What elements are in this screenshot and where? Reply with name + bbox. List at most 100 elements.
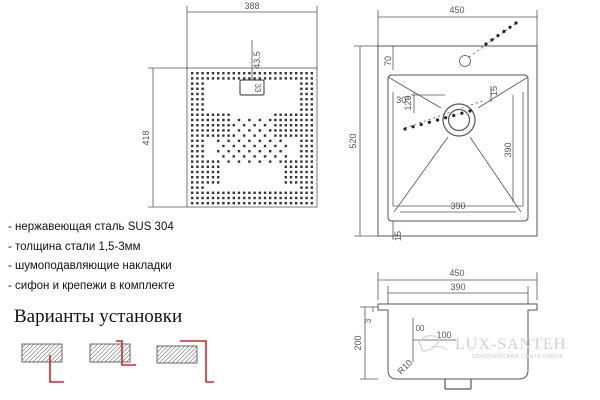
perforation-dot	[191, 118, 194, 122]
perforation-dot	[196, 176, 199, 179]
perforation-dot	[196, 98, 199, 101]
perforation-dot	[217, 196, 220, 200]
perforation-dot	[305, 150, 308, 153]
perforation-dot	[191, 72, 194, 75]
overflow-axis-dot	[468, 109, 472, 113]
perforation-dot	[289, 72, 293, 75]
r15-label: 15	[489, 86, 499, 96]
perforation-dot	[211, 170, 215, 174]
perforation-dot	[263, 202, 267, 205]
perforation-dot	[227, 113, 230, 116]
drain-inner	[447, 108, 471, 132]
perforation-dot	[217, 129, 220, 132]
perforation-dot	[232, 134, 235, 137]
perforation-dot	[289, 176, 293, 179]
drain-dim-label: 100	[436, 330, 451, 340]
perforation-dot	[201, 170, 204, 174]
perforation-dot	[196, 134, 199, 137]
perforation-dot	[191, 170, 194, 174]
perforation-dot	[269, 191, 272, 194]
perforation-dot	[305, 113, 308, 116]
perforation-dot	[310, 202, 313, 205]
perforation-dot	[196, 129, 199, 132]
perforation-dot	[300, 196, 303, 200]
perforation-dot	[196, 196, 199, 200]
perforation-dot	[227, 77, 230, 80]
perforation-dot	[196, 155, 199, 158]
faucet-hole	[459, 55, 471, 67]
perforation-dot	[217, 124, 220, 127]
perforation-dot	[300, 176, 303, 179]
perforation-dot	[300, 150, 303, 153]
perforation-dot	[300, 124, 303, 127]
perforation-dot	[253, 134, 256, 137]
pad-label-text: 33	[253, 84, 262, 93]
faucet-axis-dot	[508, 25, 512, 29]
perforation-dot	[211, 202, 215, 205]
perforation-dot	[206, 134, 209, 137]
perforation-dot	[263, 144, 267, 148]
perforation-dot	[289, 134, 293, 137]
perforation-dot	[196, 87, 199, 90]
perforation-dot	[305, 129, 308, 132]
overflow-axis	[404, 99, 486, 129]
perforation-dot	[274, 124, 277, 127]
perforation-dot	[274, 191, 277, 194]
perforation-dot	[310, 150, 313, 153]
perforation-dot	[211, 113, 215, 116]
perforation-dot	[284, 155, 287, 158]
perforation-dot	[206, 118, 209, 122]
perforation-dot	[201, 118, 204, 122]
perforation-dot	[284, 181, 287, 184]
perforation-dot	[243, 202, 246, 205]
feature-item: - толщина стали 1,5-3мм	[8, 240, 141, 253]
offset-120-label: 120	[403, 95, 413, 110]
perforation-dot	[206, 113, 209, 116]
feature-list: - нержавеющая сталь SUS 304 - толщина ст…	[8, 218, 175, 296]
perforation-dot	[300, 165, 303, 168]
perforation-dot	[295, 134, 298, 137]
perforation-dot	[217, 165, 220, 168]
perforation-dot	[191, 165, 194, 168]
perforation-dot	[269, 150, 272, 153]
perforation-dot	[211, 165, 215, 168]
perforation-dot	[217, 191, 220, 194]
perforation-dot	[289, 77, 293, 80]
perforation-dot	[217, 118, 220, 122]
perforation-dot	[295, 124, 298, 127]
perforation-dot	[243, 77, 246, 80]
perforation-dot	[258, 150, 261, 153]
perforation-dot	[222, 144, 225, 148]
perforation-dot	[289, 191, 293, 194]
perforation-dot	[274, 113, 277, 116]
perforation-dot	[284, 118, 287, 122]
perforation-dot	[284, 202, 287, 205]
perforation-dot	[300, 92, 303, 96]
perforation-dot	[295, 196, 298, 200]
perforation-dot	[201, 155, 204, 158]
perforation-dot	[253, 124, 256, 127]
perforation-dot	[253, 77, 256, 80]
perforation-dot	[201, 139, 204, 142]
perforation-dot	[284, 129, 287, 132]
perforation-dot	[310, 77, 313, 80]
perforation-dot	[310, 170, 313, 174]
perforation-dot	[201, 165, 204, 168]
perforation-dot	[284, 165, 287, 168]
perforation-dot	[258, 196, 261, 200]
perforation-dot	[263, 191, 267, 194]
perforation-dot	[279, 134, 282, 137]
perforation-dot	[217, 170, 220, 174]
perforation-dot	[300, 108, 303, 111]
perforation-dot	[289, 170, 293, 174]
section-outer-label: 450	[449, 268, 464, 278]
perforation-dot	[289, 165, 293, 168]
perforation-dot	[295, 113, 298, 116]
perforation-dot	[274, 77, 277, 80]
perforation-dot	[295, 118, 298, 122]
perforation-dot	[310, 113, 313, 116]
perforation-dot	[310, 155, 313, 158]
pad-perforation	[191, 72, 313, 205]
perforation-dot	[305, 72, 308, 75]
